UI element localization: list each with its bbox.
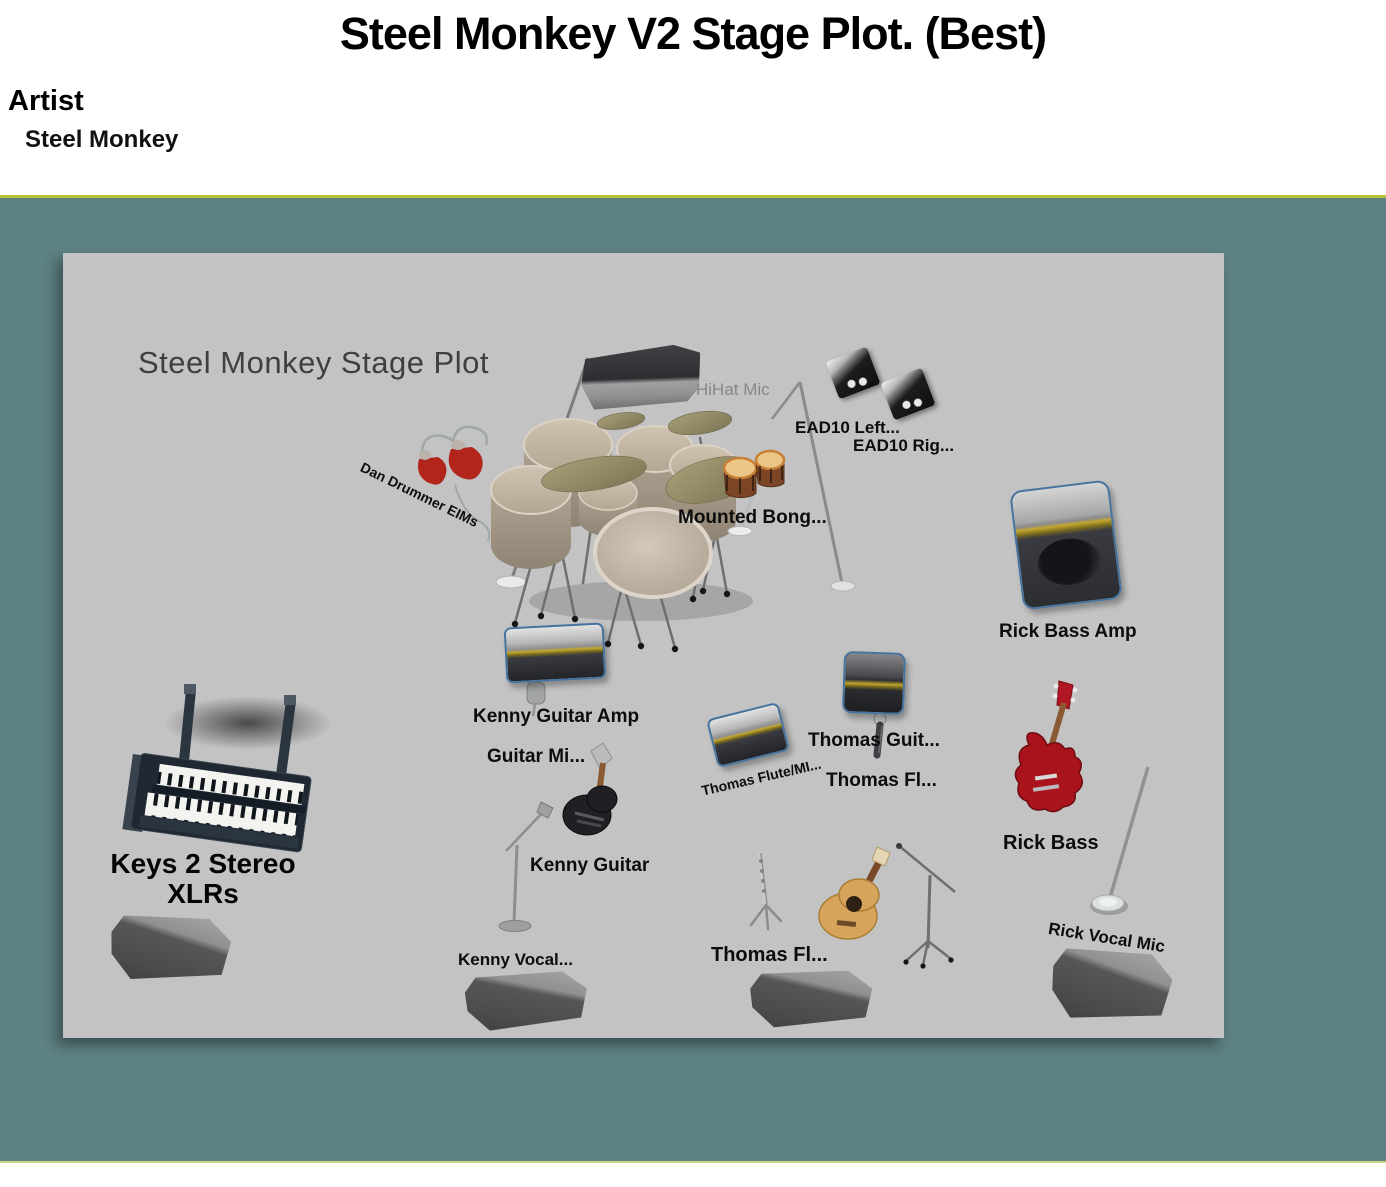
label-rick-bass: Rick Bass xyxy=(1003,832,1099,854)
artist-name: Steel Monkey xyxy=(25,126,179,153)
mounted-bongos xyxy=(722,449,786,536)
overhead-mic-stand-right xyxy=(771,381,856,592)
label-kenny-vocal: Kenny Vocal... xyxy=(458,950,573,969)
label-rick-bass-amp: Rick Bass Amp xyxy=(999,621,1137,642)
stage-plot-image: Steel Monkey Stage Plot HiHat Mic EAD10 … xyxy=(63,253,1224,1038)
drum-kit xyxy=(490,410,759,653)
label-hihat-mic: HiHat Mic xyxy=(696,380,770,399)
acoustic-guitar xyxy=(818,846,891,940)
keyboard-organ xyxy=(122,684,332,853)
thomas-guitar-amp-icon xyxy=(841,650,907,716)
rick-bass-amp-icon xyxy=(1009,479,1123,611)
label-ead10-right: EAD10 Rig... xyxy=(853,436,955,455)
bass-guitar xyxy=(1014,680,1083,813)
artist-label: Artist xyxy=(8,85,84,117)
in-ear-monitors-icon xyxy=(418,425,491,542)
label-thomas-guitar: Thomas Guit... xyxy=(808,730,940,751)
label-thomas-flute-upper: Thomas Fl... xyxy=(826,770,937,791)
rick-vocal-mic-stand xyxy=(1090,766,1150,915)
label-guitar-mic: Guitar Mi... xyxy=(487,746,586,767)
flute-on-stand xyxy=(749,851,783,931)
label-kenny-guitar-amp: Kenny Guitar Amp xyxy=(473,706,640,727)
stage-plot-panel: Steel Monkey Stage Plot HiHat Mic EAD10 … xyxy=(0,195,1386,1163)
kenny-guitar-amp-icon xyxy=(503,622,607,684)
label-thomas-flute-bottom: Thomas Fl... xyxy=(711,944,828,966)
speaker-cone xyxy=(1035,535,1103,589)
label-keys: Keys 2 Stereo XLRs xyxy=(110,848,296,910)
thomas-boom-mic-stand xyxy=(896,843,956,969)
kenny-vocal-mic-stand xyxy=(498,801,554,932)
electric-guitar xyxy=(562,742,618,836)
label-kenny-guitar: Kenny Guitar xyxy=(530,855,650,876)
page-title: Steel Monkey V2 Stage Plot. (Best) xyxy=(339,8,1047,59)
stage-plot-title: Steel Monkey Stage Plot xyxy=(138,345,489,380)
label-ead10-left: EAD10 Left... xyxy=(795,418,900,437)
label-mounted-bongos: Mounted Bong... xyxy=(678,507,827,528)
stage-art xyxy=(122,357,1150,969)
